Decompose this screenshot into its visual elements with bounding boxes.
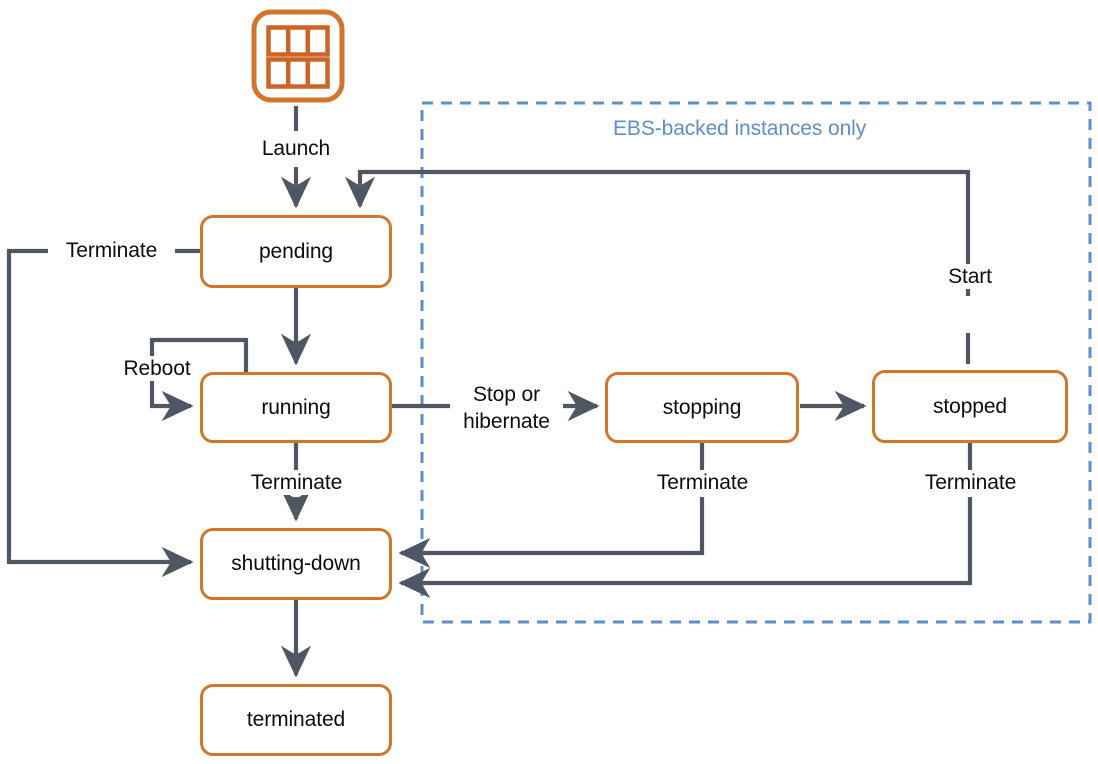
edge-label-stopping-terminate: Terminate: [639, 470, 766, 495]
edge-label-launch: Launch: [253, 136, 339, 161]
edge-stopping-terminate-path: [398, 497, 705, 569]
state-node-shutting-down[interactable]: shutting-down: [200, 528, 392, 600]
edge-label-running-terminate: Terminate: [233, 470, 360, 495]
edge-stopped-terminate-path: [398, 497, 973, 599]
stop-or-hibernate-line2: hibernate: [463, 410, 550, 433]
ami-icon: [248, 6, 348, 106]
state-node-running[interactable]: running: [200, 372, 392, 443]
edge-label-stopped-terminate: Terminate: [907, 470, 1034, 495]
edge-start-path: [344, 169, 971, 296]
ebs-group-box: [420, 101, 1092, 624]
edge-label-start: Start: [932, 264, 1008, 289]
ebs-group-label: EBS-backed instances only: [613, 117, 867, 140]
state-node-terminated[interactable]: terminated: [200, 684, 392, 756]
edge-label-reboot: Reboot: [114, 356, 200, 381]
state-node-stopped[interactable]: stopped: [872, 370, 1068, 443]
edge-pending-terminate-rail: [6, 248, 194, 578]
state-node-pending[interactable]: pending: [200, 215, 392, 288]
edge-label-pending-terminate: Terminate: [48, 238, 175, 263]
edge-reboot-loop: [149, 337, 249, 422]
stop-or-hibernate-line1: Stop or: [472, 383, 540, 406]
state-node-stopping[interactable]: stopping: [605, 372, 799, 443]
edge-label-stop-or-hibernate: Stop or hibernate: [450, 381, 563, 435]
